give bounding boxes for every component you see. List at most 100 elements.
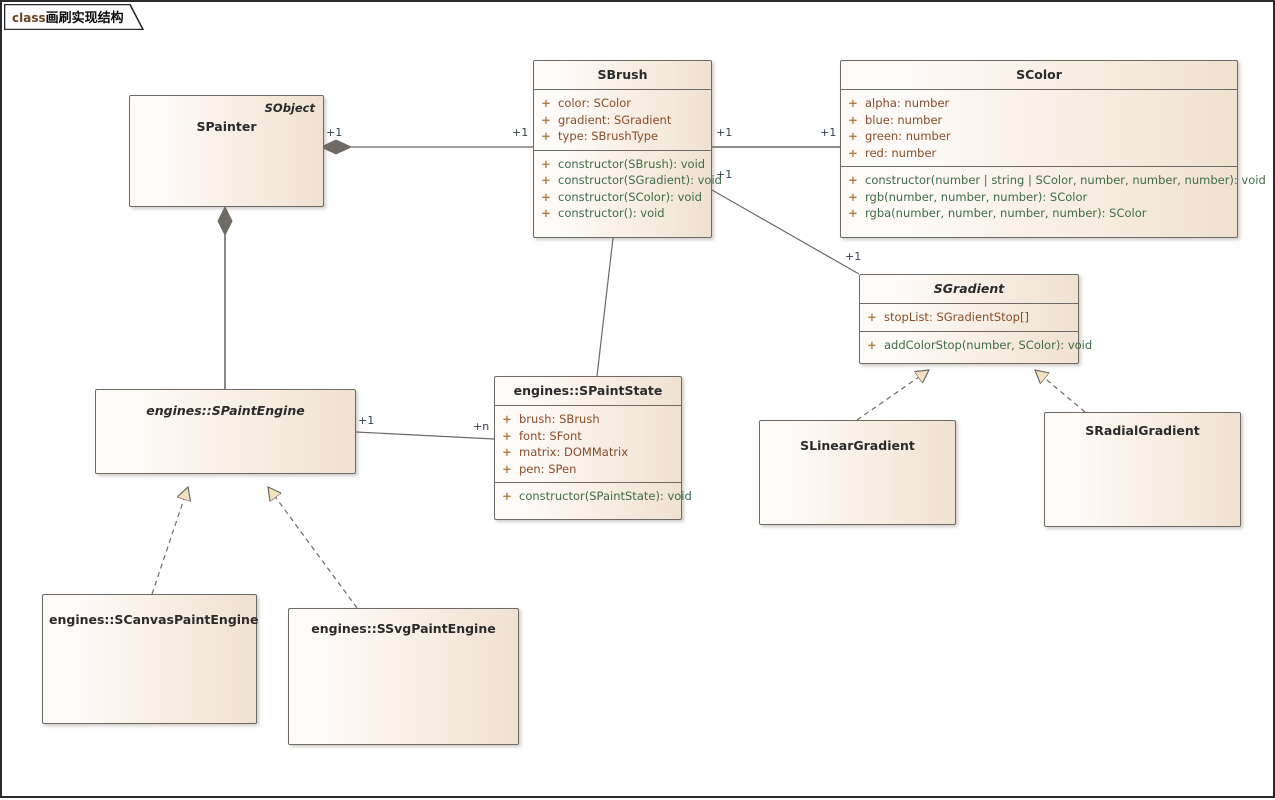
operation-row: + constructor(number | string | SColor, n… xyxy=(841,172,1266,189)
class-box-scolor[interactable]: SColor +alpha: number +blue: number +gre… xyxy=(840,60,1266,238)
class-box-sgradient[interactable]: SGradient + stopList: SGradientStop[] + ad… xyxy=(859,274,1092,364)
attribute-row: +matrix: DOMMatrix xyxy=(495,444,681,461)
attributes-scolor: +alpha: number +blue: number +green: num… xyxy=(841,90,1237,166)
attribute-row: +pen: SPen xyxy=(495,461,681,478)
attribute-text: stopList: SGradientStop[] xyxy=(884,310,1029,324)
attribute-row: + stopList: SGradientStop[] xyxy=(860,309,1078,326)
frame-title-cn: 画刷实现结构 xyxy=(45,11,124,26)
link-realize-lineargradient xyxy=(856,370,929,421)
visibility-marker: + xyxy=(541,129,551,143)
attribute-text: blue: number xyxy=(865,112,943,127)
attribute-text: alpha: number xyxy=(865,96,950,110)
mult-engine-state-source: +1 xyxy=(358,414,375,427)
operations-sgradient: + addColorStop(number, SColor): void xyxy=(860,330,1092,359)
link-painter-brush xyxy=(319,139,533,155)
class-title-scanvaspaintengine: engines::SCanvasPaintEngine xyxy=(49,612,259,627)
frame-keyword: class xyxy=(12,11,46,25)
class-box-sbrush[interactable]: SBrush + color: SColor + gradient: SGradie… xyxy=(533,60,722,238)
class-title-sgradient: SGradient xyxy=(860,275,1078,304)
visibility-marker: + xyxy=(502,428,512,443)
operation-row: +constructor(SGradient): void xyxy=(534,172,722,189)
link-painter-paintengine xyxy=(217,205,233,389)
link-paintengine-paintstate xyxy=(355,431,495,440)
mult-brush-gradient-target: +1 xyxy=(845,250,862,263)
frame-title-tab: class画刷实现结构 xyxy=(4,4,144,30)
attribute-row: + alpha: number xyxy=(841,95,1237,112)
operation-text: addColorStop(number, SColor): void xyxy=(884,337,1093,352)
operations-sbrush: +constructor(SBrush): void +constructor(… xyxy=(534,149,722,227)
link-brush-paintstate xyxy=(596,237,614,377)
link-realize-canvaspaintengine xyxy=(151,487,188,595)
operation-row: + constructor(SBrush): void xyxy=(534,156,711,173)
attributes-spaintstate: +brush: SBrush +font: SFont +matrix: DOM… xyxy=(495,406,681,482)
attribute-text: green: number xyxy=(865,129,951,143)
attributes-sgradient: + stopList: SGradientStop[] xyxy=(860,304,1078,331)
visibility-marker: + xyxy=(502,489,512,503)
visibility-marker: + xyxy=(848,145,858,160)
mult-brush-color-source: +1 xyxy=(716,126,733,139)
attribute-row: +blue: number xyxy=(841,112,1237,129)
link-realize-radialgradient xyxy=(1035,370,1086,413)
attribute-text: matrix: DOMMatrix xyxy=(519,445,629,459)
frame-title-text: class画刷实现结构 xyxy=(12,7,124,26)
visibility-marker: + xyxy=(502,412,512,426)
class-box-spaintengine[interactable]: engines::SPaintEngine xyxy=(95,389,356,474)
mult-painter-brush-source: +1 xyxy=(326,126,343,139)
operation-text: constructor(SBrush): void xyxy=(558,156,706,171)
class-title-sradialgradient: SRadialGradient xyxy=(1085,423,1200,438)
class-box-slineargradient[interactable]: SLinearGradient xyxy=(759,420,956,525)
operation-row: +rgba(number, number, number, number): S… xyxy=(841,205,1237,222)
visibility-marker: + xyxy=(867,337,877,352)
attribute-text: gradient: SGradient xyxy=(558,112,672,127)
attributes-sbrush: + color: SColor + gradient: SGradient + typ… xyxy=(534,90,711,150)
visibility-marker: + xyxy=(848,173,858,187)
attribute-row: +brush: SBrush xyxy=(495,411,681,428)
operation-row: + constructor(SColor): void xyxy=(534,189,711,206)
attribute-row: + color: SColor xyxy=(534,95,711,112)
attribute-text: font: SFont xyxy=(519,428,582,443)
class-title-sbrush: SBrush xyxy=(534,61,711,90)
attribute-text: red: number xyxy=(865,145,937,160)
class-box-ssvgpaintengine[interactable]: engines::SSvgPaintEngine xyxy=(288,608,519,745)
operation-text: rgb(number, number, number): SColor xyxy=(865,189,1088,204)
attribute-text: type: SBrushType xyxy=(558,129,659,143)
class-title-slineargradient: SLinearGradient xyxy=(800,438,915,453)
operation-row: + constructor(SPaintState): void xyxy=(495,488,692,505)
attribute-text: color: SColor xyxy=(558,96,631,110)
attribute-row: + red: number xyxy=(841,145,1237,162)
operation-text: constructor(SPaintState): void xyxy=(519,489,692,503)
class-box-sradialgradient[interactable]: SRadialGradient xyxy=(1044,412,1241,527)
frame-tab-shape xyxy=(4,4,144,30)
attribute-row: + type: SBrushType xyxy=(534,128,711,145)
class-stereotype-spainter: SObject xyxy=(264,101,315,115)
visibility-marker: + xyxy=(541,189,551,204)
link-realize-svgpaintengine xyxy=(268,487,358,609)
visibility-marker: + xyxy=(541,96,551,110)
operation-text: constructor(number | string | SColor, nu… xyxy=(865,173,1266,187)
class-box-spaintstate[interactable]: engines::SPaintState +brush: SBrush +fon… xyxy=(494,376,692,520)
class-box-scanvaspaintengine[interactable]: engines::SCanvasPaintEngine xyxy=(42,594,259,724)
class-box-spainter[interactable]: SPainter SObject xyxy=(129,95,324,207)
operation-row: +constructor(): void xyxy=(534,205,711,222)
visibility-marker: + xyxy=(867,310,877,324)
visibility-marker: + xyxy=(502,461,512,476)
class-title-spainter: SPainter xyxy=(196,119,257,134)
operations-scolor: + constructor(number | string | SColor, n… xyxy=(841,166,1266,227)
operation-text: rgba(number, number, number, number): SC… xyxy=(865,206,1147,220)
attribute-row: + font: SFont xyxy=(495,428,681,445)
operation-text: constructor(SColor): void xyxy=(558,189,702,204)
link-brush-gradient xyxy=(711,189,860,275)
mult-painter-brush-target: +1 xyxy=(512,126,529,139)
visibility-marker: + xyxy=(848,189,858,204)
visibility-marker: + xyxy=(848,129,858,143)
class-title-ssvgpaintengine: engines::SSvgPaintEngine xyxy=(311,621,496,636)
visibility-marker: + xyxy=(848,96,858,110)
visibility-marker: + xyxy=(541,206,551,220)
mult-engine-state-target: +n xyxy=(473,420,490,433)
mult-brush-gradient-source: +1 xyxy=(716,168,733,181)
visibility-marker: + xyxy=(541,112,551,127)
class-title-scolor: SColor xyxy=(841,61,1237,90)
visibility-marker: + xyxy=(541,156,551,171)
